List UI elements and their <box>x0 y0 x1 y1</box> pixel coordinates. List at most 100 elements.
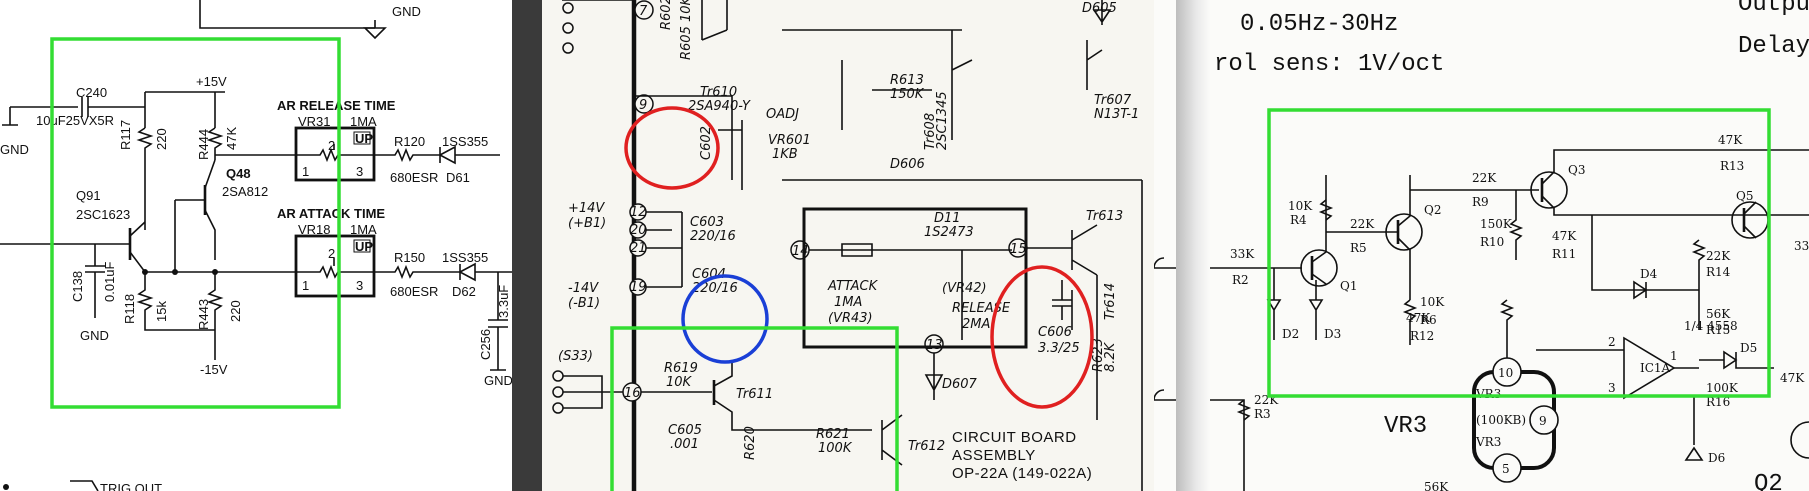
vr31-label: VR31 <box>298 114 331 129</box>
vr18-pin2: 2 <box>328 246 335 261</box>
node-14: 14 <box>790 240 810 260</box>
q1-label: Q1 <box>1340 279 1357 293</box>
node-9: 9 <box>634 94 654 114</box>
node-13: 13 <box>924 334 944 354</box>
r117-resistor <box>136 127 154 230</box>
vr31-wiper <box>300 144 374 163</box>
tr607-label: Tr607 <box>1094 93 1132 108</box>
header-sens: rol sens: 1V/oct <box>1214 51 1444 78</box>
terminal <box>562 42 574 54</box>
r17-value: 47K <box>1780 371 1805 385</box>
r14-resistor <box>1691 239 1707 330</box>
r623-label: R623 <box>1091 338 1106 372</box>
node-16: 16 <box>622 382 642 402</box>
d11-label: D11 <box>934 211 961 226</box>
q5-transistor <box>1743 201 1757 239</box>
caption-line1: CIRCUIT BOARD <box>952 429 1077 446</box>
vr31-pin3: 3 <box>356 164 363 179</box>
attack-label: ATTACK <box>827 279 879 294</box>
q3-label: Q3 <box>1568 163 1585 177</box>
r623-value: 8.2K <box>1103 341 1118 372</box>
q91-label: Q91 <box>76 188 101 203</box>
r621-value: 100K <box>818 441 853 456</box>
r12-resistor <box>1499 299 1515 362</box>
r120-label: R120 <box>394 134 425 149</box>
q3-circle <box>1530 171 1568 209</box>
r117-label: R117 <box>118 120 133 150</box>
r3-label: R3 <box>1254 407 1271 421</box>
right-schematic-panel: 0.05Hz-30Hz rol sens: 1V/oct Outpu Delay… <box>1154 0 1809 491</box>
vr31-pin2: 2 <box>328 138 335 153</box>
box-internal-wires <box>809 243 1012 340</box>
middle-schematic-panel: 7 9 12 20 21 19 <box>542 0 1154 491</box>
page-fold-edge <box>1176 0 1210 491</box>
upper-wires <box>634 0 732 97</box>
tr610-part: 2SA940-Y <box>688 99 751 114</box>
node-5-label: 5 <box>1502 462 1510 476</box>
svg-text:7: 7 <box>639 4 648 19</box>
r11-value: 47K <box>1552 229 1577 243</box>
attack-value: 1MA <box>834 295 862 310</box>
c603-value: 220/16 <box>690 229 736 244</box>
tr608-part: 2SC1345 <box>935 91 950 150</box>
vr18-box <box>294 234 376 298</box>
node-10-label: 10 <box>1498 366 1513 380</box>
tr614-wires <box>1071 275 1098 420</box>
s33-label: (S33) <box>558 349 593 364</box>
d6-label: D6 <box>1708 451 1725 465</box>
r619-value: 10K <box>666 375 693 390</box>
d5-label: D5 <box>1740 341 1757 355</box>
r1-value: 33K <box>1230 247 1255 261</box>
left-schematic-drawing: GND C240 10uF25VX5R GND +15V R117 220 R4… <box>0 0 512 491</box>
q1-transistor <box>1311 175 1327 285</box>
c605-label: C605 <box>668 423 702 438</box>
left-schematic-panel: GND C240 10uF25VX5R GND +15V R117 220 R4… <box>0 0 512 491</box>
r6-label: R6 <box>1420 313 1437 327</box>
r443-label: R443 <box>196 299 211 330</box>
r15-label: R15 <box>1706 323 1730 337</box>
d3-diode <box>1308 280 1324 340</box>
svg-text:19: 19 <box>630 280 647 295</box>
r4-resistor <box>1318 199 1369 233</box>
release-label: RELEASE <box>952 301 1011 316</box>
vr43-label: (VR43) <box>828 311 873 326</box>
vr31-value: 1MA <box>350 114 377 129</box>
d61-part: 1SS355 <box>442 134 488 149</box>
r444-label: R444 <box>196 129 211 160</box>
vr601-label: VR601 <box>768 133 811 148</box>
c606-capacitor <box>1052 280 1072 320</box>
pos-rail <box>144 91 225 128</box>
vr18-pin1: 1 <box>302 278 309 293</box>
r6-value: 10K <box>1420 295 1445 309</box>
mid-horizontal <box>782 179 1143 491</box>
tr608-label: Tr608 <box>923 113 938 150</box>
svg-text:20: 20 <box>630 223 647 238</box>
middle-schematic-drawing: 7 9 12 20 21 19 <box>552 0 1143 491</box>
r9-value: 22K <box>1472 171 1497 185</box>
vr3-box-label: VR3 <box>1475 387 1501 401</box>
attack-release-box <box>802 207 1028 349</box>
ic-pin3: 3 <box>1608 381 1616 395</box>
tr610-label: Tr610 <box>700 85 737 100</box>
q91-part: 2SC1623 <box>76 207 130 222</box>
r118-resistor <box>136 272 215 331</box>
minus14v-label: -14V <box>568 281 599 296</box>
vr31-up-box <box>353 131 371 145</box>
q3-transistor <box>1541 149 1809 216</box>
svg-text:9: 9 <box>639 98 647 113</box>
caption-line2: ASSEMBLY <box>952 447 1036 464</box>
ic-pin2: 2 <box>1608 335 1616 349</box>
r12-value: 47K <box>1406 311 1431 325</box>
q48-transistor <box>175 159 216 260</box>
c138-capacitor <box>85 244 105 318</box>
vr3-value: (100KB) <box>1476 413 1526 427</box>
vr18-up: UP <box>355 239 373 254</box>
r620-label: R620 <box>743 426 758 460</box>
r120-value: 680ESR <box>390 170 438 185</box>
tr612-label: Tr612 <box>908 439 945 454</box>
r16-label: R16 <box>1706 395 1730 409</box>
r5-value: 22K <box>1350 217 1375 231</box>
c240-gnd-label: GND <box>0 142 29 157</box>
r4-label: R4 <box>1290 213 1307 227</box>
